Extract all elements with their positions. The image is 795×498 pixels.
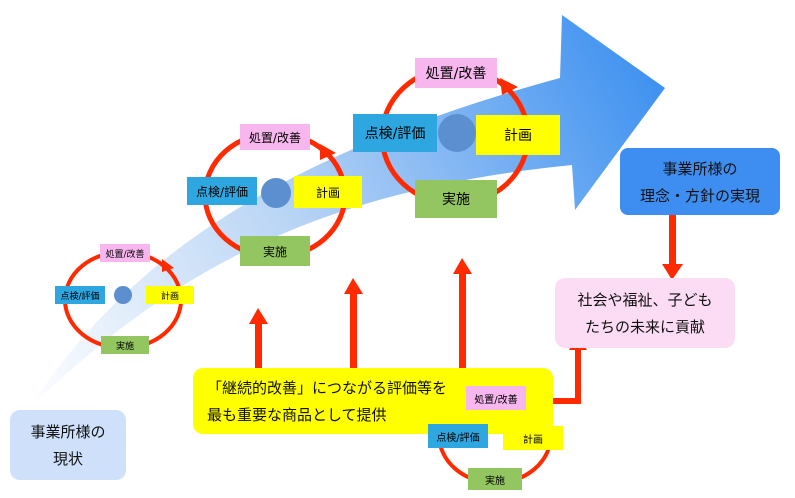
cycle-3-plan-label: 計画 [476, 115, 560, 155]
cycle-2-arrowhead [320, 144, 336, 160]
cycle-4-do-label: 実施 [468, 468, 522, 490]
cycle-2-check-label: 点検/評価 [187, 177, 257, 205]
cycle-1-do-label: 実施 [101, 336, 149, 354]
contribution-line-2: たちの未来に貢献 [584, 318, 705, 336]
up-arrows [249, 258, 472, 368]
cycle-3-act-label: 処置/改善 [415, 58, 497, 88]
growth-arrow [28, 15, 665, 410]
goal-line-1: 事業所様の [662, 159, 738, 178]
cycle-4-plan-label: 計画 [503, 426, 563, 450]
offer-line-1: 「継続的改善」につながる評価等を [207, 379, 448, 397]
cycle-3-do-label: 実施 [415, 180, 497, 218]
goal-to-contribution-arrow [669, 214, 676, 268]
current-state-line-1: 事業所様の [30, 423, 106, 441]
cycle-1-plan-label: 計画 [146, 286, 194, 304]
cycle-2-do-label: 実施 [240, 236, 310, 266]
cycle-1-hub [114, 286, 132, 304]
cycle-3-hub [438, 114, 476, 152]
offer-to-contribution-arrow [548, 348, 581, 404]
goal-box: 事業所様の 理念・方針の実現 [620, 148, 780, 215]
contribution-box: 社会や福祉、子ども たちの未来に貢献 [555, 278, 735, 348]
cycle-2-plan-label: 計画 [294, 176, 362, 208]
cycle-1-check-label: 点検/評価 [55, 286, 105, 304]
cycle-4-check-label: 点検/評価 [428, 424, 488, 448]
cycle-3-check-label: 点検/評価 [353, 114, 437, 152]
cycle-1-arrowhead [162, 259, 174, 272]
cycle-2-act-label: 処置/改善 [240, 124, 310, 150]
cycle-2-hub [261, 178, 291, 208]
cycle-4-act-label: 処置/改善 [466, 386, 526, 410]
current-state-box: 事業所様の 現状 [10, 410, 126, 480]
contribution-line-1: 社会や福祉、子ども [577, 291, 713, 309]
current-state-line-2: 現状 [52, 450, 83, 468]
cycle-1-act-label: 処置/改善 [100, 244, 150, 262]
cycle-3-arrowhead [500, 78, 518, 95]
offer-line-2: 最も重要な商品として提供 [207, 406, 387, 424]
goal-line-2: 理念・方針の実現 [639, 186, 760, 205]
